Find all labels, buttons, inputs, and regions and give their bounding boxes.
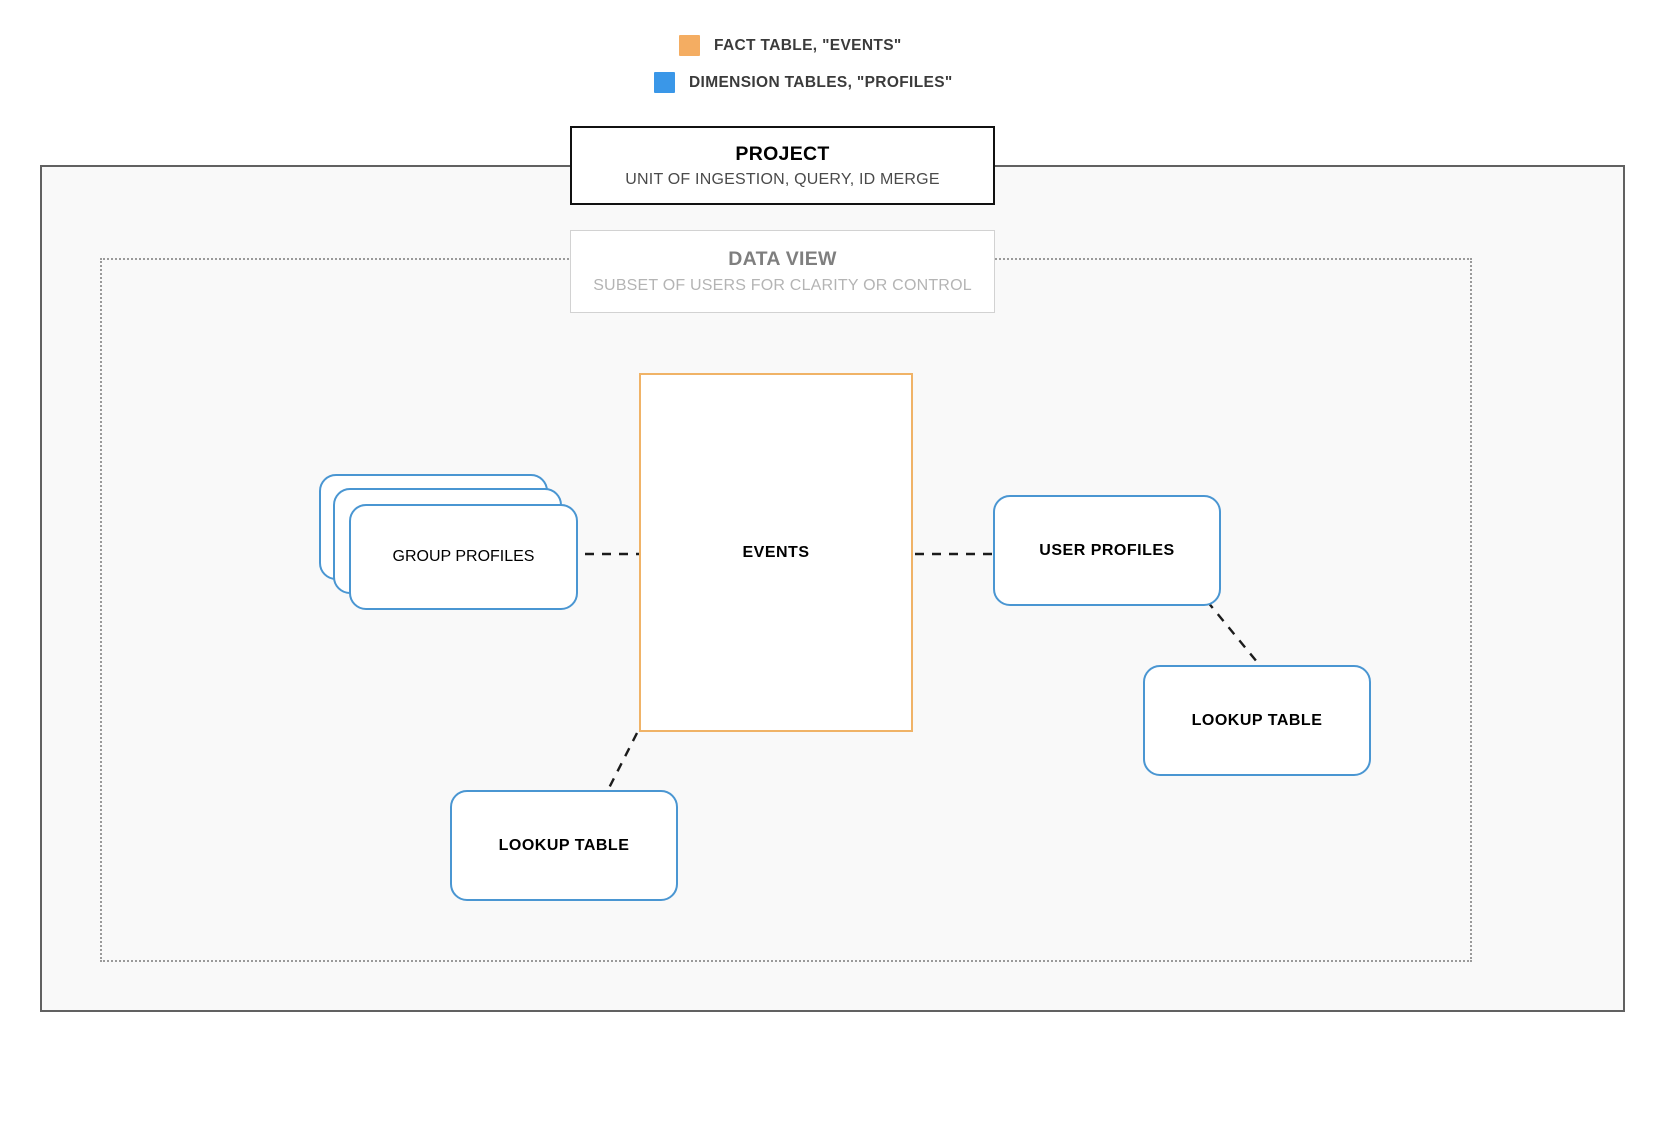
data-view-subtitle: SUBSET OF USERS FOR CLARITY OR CONTROL: [593, 277, 972, 294]
data-view-card: DATA VIEW SUBSET OF USERS FOR CLARITY OR…: [570, 230, 995, 313]
legend-label-dimension-tables: DIMENSION TABLES, "PROFILES": [689, 73, 953, 91]
node-group-profiles-card-front: GROUP PROFILES: [349, 504, 578, 610]
project-title: PROJECT: [735, 142, 830, 165]
data-view-title: DATA VIEW: [728, 248, 837, 270]
node-user-profiles[interactable]: USER PROFILES: [993, 495, 1221, 606]
legend-item-dimension-tables: DIMENSION TABLES, "PROFILES": [654, 72, 953, 93]
node-user-profiles-label: USER PROFILES: [1039, 541, 1175, 559]
legend-item-fact-table: FACT TABLE, "EVENTS": [679, 35, 902, 56]
legend-swatch-fact-table: [679, 35, 700, 56]
node-lookup-table-bottom-label: LOOKUP TABLE: [498, 836, 630, 854]
legend-swatch-dimension-tables: [654, 72, 675, 93]
node-events[interactable]: EVENTS: [639, 373, 913, 732]
node-lookup-table-bottom[interactable]: LOOKUP TABLE: [450, 790, 678, 901]
node-events-label: EVENTS: [742, 543, 810, 561]
node-group-profiles[interactable]: GROUP PROFILES: [319, 474, 590, 629]
node-lookup-table-right[interactable]: LOOKUP TABLE: [1143, 665, 1371, 776]
node-lookup-table-right-label: LOOKUP TABLE: [1191, 711, 1323, 729]
project-subtitle: UNIT OF INGESTION, QUERY, ID MERGE: [625, 170, 940, 188]
project-card: PROJECT UNIT OF INGESTION, QUERY, ID MER…: [570, 126, 995, 205]
node-group-profiles-label: GROUP PROFILES: [392, 548, 535, 565]
legend-label-fact-table: FACT TABLE, "EVENTS": [714, 36, 902, 54]
